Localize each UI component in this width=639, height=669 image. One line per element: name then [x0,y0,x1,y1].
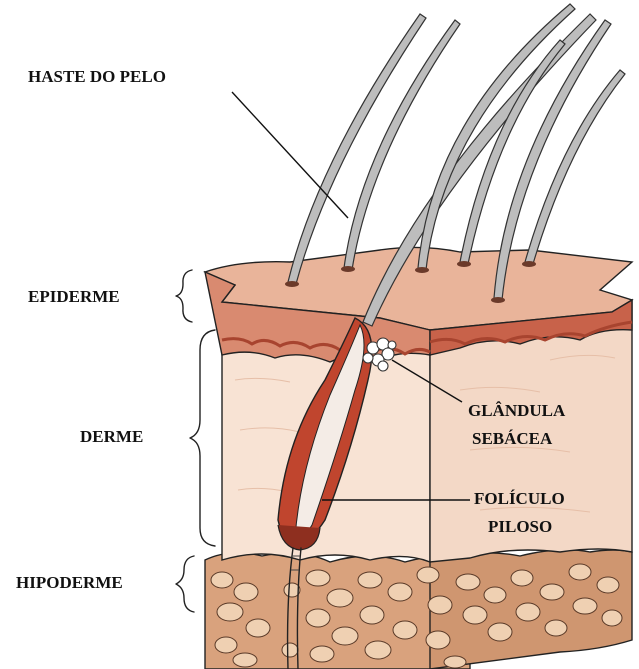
label-hair-shaft: HASTE DO PELO [28,67,166,86]
brace-epidermis [176,270,192,322]
label-sebaceous-gland-line2: SEBÁCEA [472,429,553,448]
brace-dermis [190,330,215,546]
label-dermis: DERME [80,427,143,446]
hypodermis-layer [205,550,632,669]
leader-hair-shaft [232,92,348,218]
label-hypodermis: HIPODERME [16,573,123,592]
label-epidermis: EPIDERME [28,287,120,306]
label-follicle-line2: PILOSO [488,517,552,536]
brace-hypodermis [176,556,194,612]
label-follicle-line1: FOLÍCULO [474,489,565,508]
label-sebaceous-gland-line1: GLÂNDULA [468,401,566,420]
